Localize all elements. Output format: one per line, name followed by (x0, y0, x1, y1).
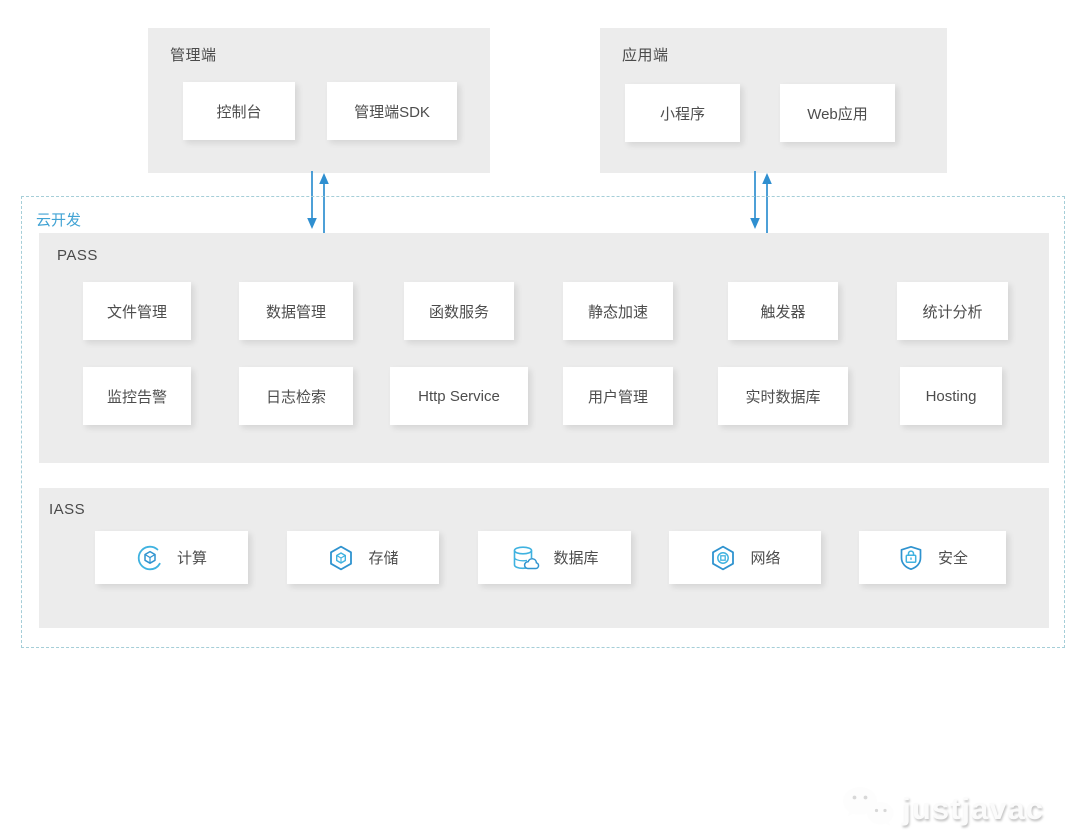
pass-service-label: 实时数据库 (745, 388, 821, 406)
iass-storage-box: 存储 (287, 531, 439, 584)
iass-network-box: 网络 (669, 531, 821, 584)
pass-service-box: 触发器 (728, 282, 838, 340)
iass-security-label: 安全 (937, 550, 968, 567)
iass-panel: IASS 计算 存储 数据 (39, 488, 1049, 628)
pass-service-label: 文件管理 (106, 303, 167, 321)
network-icon (712, 545, 735, 570)
iass-network-label: 网络 (750, 550, 781, 567)
web-app-box: Web应用 (780, 84, 895, 142)
pass-service-box: 监控告警 (83, 367, 191, 425)
compute-icon (137, 545, 163, 570)
pass-service-label: 数据管理 (265, 303, 326, 321)
pass-service-box: 日志检索 (239, 367, 353, 425)
pass-service-box: 函数服务 (404, 282, 514, 340)
management-sdk-box-label: 管理端SDK (354, 103, 430, 121)
mini-program-box-label: 小程序 (659, 105, 705, 123)
pass-service-label: 统计分析 (922, 303, 983, 321)
pass-service-box: 文件管理 (83, 282, 191, 340)
console-box-label: 控制台 (216, 103, 262, 121)
iass-storage-label: 存储 (368, 550, 399, 567)
pass-service-box: Hosting (900, 367, 1002, 425)
pass-service-box: Http Service (390, 367, 528, 425)
web-app-box-label: Web应用 (807, 105, 868, 123)
application-panel-label: 应用端 (622, 47, 669, 64)
pass-panel-label: PASS (57, 247, 98, 264)
iass-database-label: 数据库 (553, 550, 599, 567)
console-box: 控制台 (183, 82, 295, 140)
pass-service-label: 用户管理 (587, 388, 648, 406)
pass-service-label: 监控告警 (106, 388, 167, 406)
iass-panel-label: IASS (49, 501, 86, 518)
pass-service-box: 静态加速 (563, 282, 673, 340)
pass-panel: PASS 文件管理 数据管理 函数服务 静态加速 触发器 统计分析 监控告警 日… (39, 233, 1049, 463)
management-sdk-box: 管理端SDK (327, 82, 457, 140)
iass-database-box: 数据库 (478, 531, 631, 584)
pass-service-label: Hosting (925, 387, 977, 405)
pass-service-label: 函数服务 (428, 303, 489, 321)
pass-service-label: 触发器 (760, 303, 806, 321)
watermark-text: justjavac (902, 791, 1044, 826)
pass-service-box: 实时数据库 (718, 367, 848, 425)
watermark: justjavac (839, 785, 1044, 833)
pass-service-label: 静态加速 (587, 303, 648, 321)
wechat-icon (843, 787, 894, 826)
iass-compute-box: 计算 (95, 531, 248, 584)
cloud-development-label: 云开发 (36, 212, 82, 229)
iass-compute-label: 计算 (176, 550, 207, 567)
management-panel-label: 管理端 (170, 47, 217, 64)
application-panel: 应用端 小程序 Web应用 (600, 28, 947, 173)
pass-service-box: 用户管理 (563, 367, 673, 425)
pass-service-box: 数据管理 (239, 282, 353, 340)
management-cloud-arrows-icon (307, 171, 329, 233)
pass-service-label: Http Service (418, 387, 500, 405)
pass-service-label: 日志检索 (265, 388, 326, 406)
storage-icon (330, 545, 353, 570)
security-icon (900, 545, 922, 570)
database-icon (514, 545, 540, 569)
application-cloud-arrows-icon (750, 171, 772, 233)
mini-program-box: 小程序 (625, 84, 740, 142)
pass-service-box: 统计分析 (897, 282, 1008, 340)
iass-security-box: 安全 (859, 531, 1006, 584)
management-panel: 管理端 控制台 管理端SDK (148, 28, 490, 173)
cloud-development-container: 云开发 PASS 文件管理 数据管理 函数服务 静态加速 触发器 统计分析 监控… (21, 196, 1065, 826)
